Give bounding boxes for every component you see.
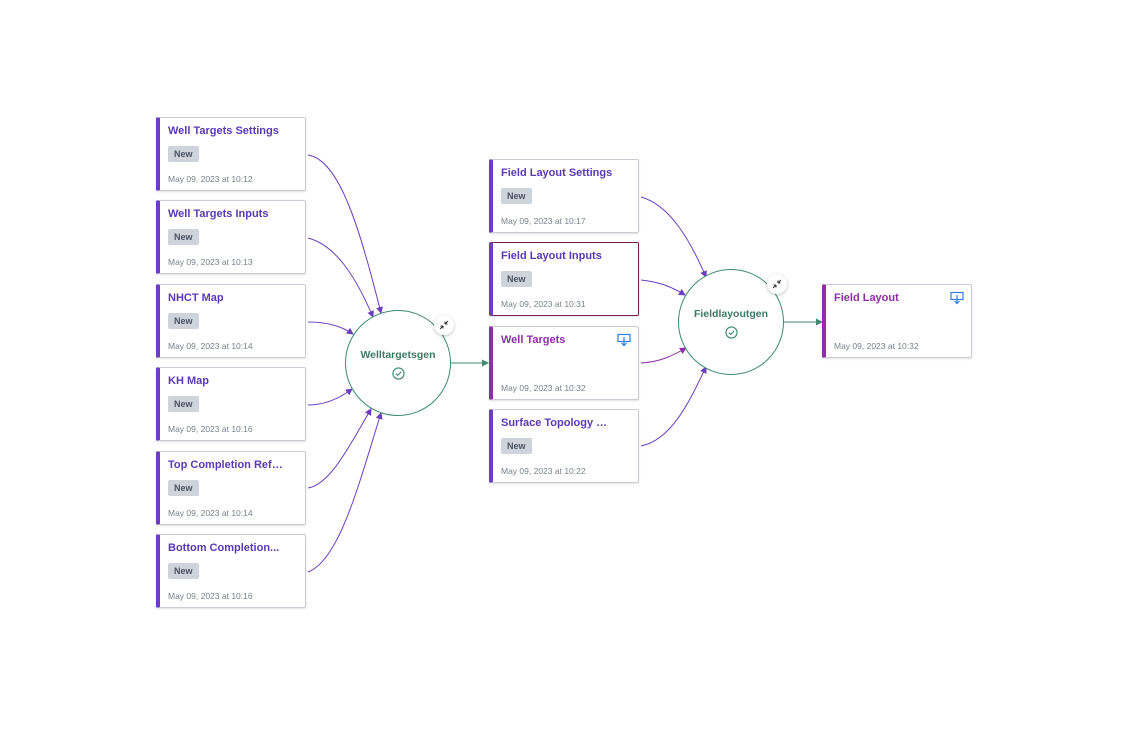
- status-badge: New: [168, 563, 199, 579]
- card-timestamp: May 09, 2023 at 10:12: [168, 174, 253, 184]
- card-title: Well Targets Inputs: [168, 208, 269, 220]
- process-node-welltargetsgen[interactable]: Welltargetsgen: [345, 310, 454, 416]
- card-timestamp: May 09, 2023 at 10:32: [501, 383, 586, 393]
- input-card-surface-topology-map[interactable]: Surface Topology Map New May 09, 2023 at…: [489, 409, 639, 483]
- check-circle-icon: [392, 367, 405, 380]
- card-title: Field Layout Inputs: [501, 250, 602, 262]
- edge: [307, 408, 372, 489]
- card-title: Field Layout: [834, 292, 899, 304]
- input-card-field-layout-inputs[interactable]: Field Layout Inputs New May 09, 2023 at …: [489, 242, 639, 316]
- card-timestamp: May 09, 2023 at 10:31: [501, 299, 586, 309]
- edge: [307, 412, 383, 573]
- input-card-nhct-map[interactable]: NHCT Map New May 09, 2023 at 10:14: [156, 284, 306, 358]
- card-title: Top Completion Referenc...: [168, 459, 283, 471]
- download-icon[interactable]: [617, 333, 631, 347]
- card-title: Field Layout Settings: [501, 167, 613, 179]
- card-title: Well Targets: [501, 334, 566, 346]
- edge: [640, 366, 707, 447]
- card-title: KH Map: [168, 375, 209, 387]
- card-timestamp: May 09, 2023 at 10:32: [834, 341, 919, 351]
- status-badge: New: [501, 438, 532, 454]
- card-title: Surface Topology Map: [501, 417, 616, 429]
- output-card-well-targets[interactable]: Well Targets May 09, 2023 at 10:32: [489, 326, 639, 400]
- card-timestamp: May 09, 2023 at 10:16: [168, 424, 253, 434]
- card-title: NHCT Map: [168, 292, 224, 304]
- process-name: Fieldlayoutgen: [693, 308, 769, 320]
- edge: [640, 196, 707, 278]
- check-circle-icon: [725, 326, 738, 339]
- edge: [307, 321, 354, 335]
- edge: [640, 279, 686, 296]
- status-badge: New: [501, 188, 532, 204]
- input-card-well-targets-inputs[interactable]: Well Targets Inputs New May 09, 2023 at …: [156, 200, 306, 274]
- input-card-top-completion-reference[interactable]: Top Completion Referenc... New May 09, 2…: [156, 451, 306, 525]
- edge: [640, 347, 687, 364]
- edge: [307, 154, 383, 314]
- edge: [307, 237, 374, 318]
- status-badge: New: [168, 396, 199, 412]
- download-icon[interactable]: [950, 291, 964, 305]
- output-card-field-layout[interactable]: Field Layout May 09, 2023 at 10:32: [822, 284, 972, 358]
- process-name: Welltargetsgen: [360, 349, 436, 361]
- card-timestamp: May 09, 2023 at 10:13: [168, 257, 253, 267]
- status-badge: New: [168, 313, 199, 329]
- input-card-well-targets-settings[interactable]: Well Targets Settings New May 09, 2023 a…: [156, 117, 306, 191]
- status-badge: New: [168, 229, 199, 245]
- card-timestamp: May 09, 2023 at 10:14: [168, 508, 253, 518]
- collapse-icon[interactable]: [767, 274, 787, 294]
- status-badge: New: [168, 480, 199, 496]
- card-timestamp: May 09, 2023 at 10:17: [501, 216, 586, 226]
- edge: [307, 388, 353, 406]
- card-timestamp: May 09, 2023 at 10:16: [168, 591, 253, 601]
- input-card-bottom-completion[interactable]: Bottom Completion... New May 09, 2023 at…: [156, 534, 306, 608]
- card-title: Bottom Completion...: [168, 542, 280, 554]
- status-badge: New: [168, 146, 199, 162]
- input-card-field-layout-settings[interactable]: Field Layout Settings New May 09, 2023 a…: [489, 159, 639, 233]
- card-timestamp: May 09, 2023 at 10:22: [501, 466, 586, 476]
- card-timestamp: May 09, 2023 at 10:14: [168, 341, 253, 351]
- card-title: Well Targets Settings: [168, 125, 279, 137]
- collapse-icon[interactable]: [434, 315, 454, 335]
- status-badge: New: [501, 271, 532, 287]
- input-card-kh-map[interactable]: KH Map New May 09, 2023 at 10:16: [156, 367, 306, 441]
- process-node-fieldlayoutgen[interactable]: Fieldlayoutgen: [678, 269, 787, 375]
